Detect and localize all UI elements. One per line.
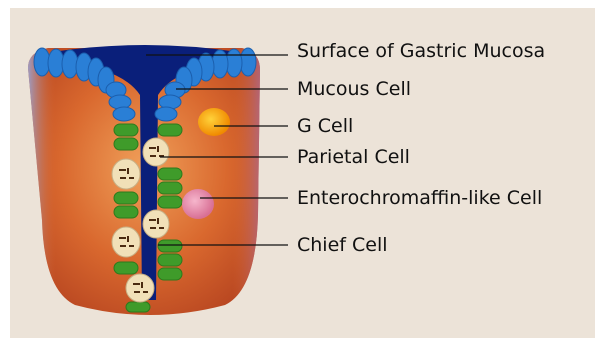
parietal-cell [112, 227, 140, 257]
label-mucous-cell: Mucous Cell [297, 78, 411, 100]
parietal-cell [143, 210, 169, 238]
label-chief-cell: Chief Cell [297, 234, 388, 256]
label-parietal-cell: Parietal Cell [297, 146, 410, 168]
label-surface-gastric-mucosa: Surface of Gastric Mucosa [297, 40, 545, 62]
parietal-cell [112, 159, 140, 189]
g-cell [198, 108, 230, 136]
label-g-cell: G Cell [297, 115, 353, 137]
parietal-cell [126, 274, 154, 302]
parietal-cell [143, 138, 169, 166]
ecl-cell [182, 189, 214, 219]
label-ecl-cell: Enterochromaffin-like Cell [297, 187, 542, 209]
